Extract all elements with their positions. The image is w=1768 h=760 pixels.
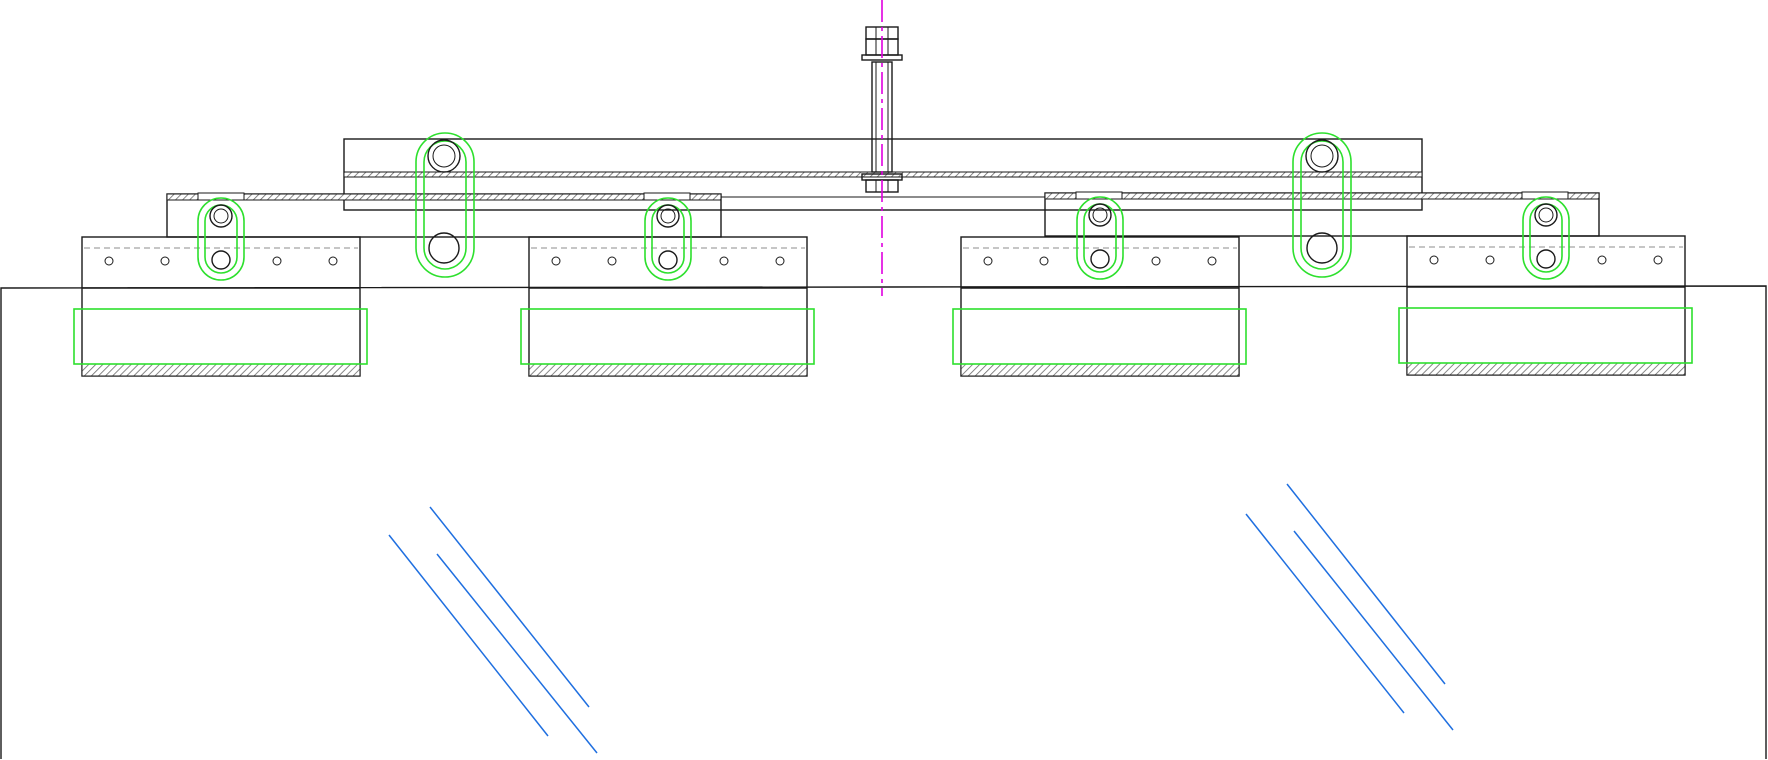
clamp-pad-4 xyxy=(1398,235,1693,376)
glass-reflection-left xyxy=(388,506,598,754)
glass-reflection-right xyxy=(1245,483,1454,731)
spreader-bar-right xyxy=(1044,191,1600,237)
spreader-bar-left xyxy=(166,192,722,238)
glass-panel xyxy=(0,285,1767,759)
clamp-pad-2-highlight xyxy=(520,308,815,365)
clamp-pad-3 xyxy=(952,236,1247,377)
slotted-link-4 xyxy=(1522,196,1570,280)
clamp-pad-1 xyxy=(73,236,368,377)
slotted-link-5 xyxy=(415,132,475,278)
clamp-pad-4-highlight xyxy=(1398,307,1693,364)
clamp-pad-3-highlight xyxy=(952,308,1247,365)
slotted-link-3 xyxy=(1076,196,1124,280)
slotted-link-2 xyxy=(644,197,692,281)
slotted-link-6 xyxy=(1292,132,1352,278)
clamp-pad-2 xyxy=(520,236,815,377)
clamp-pad-1-highlight xyxy=(73,308,368,365)
slotted-link-1 xyxy=(197,197,245,281)
